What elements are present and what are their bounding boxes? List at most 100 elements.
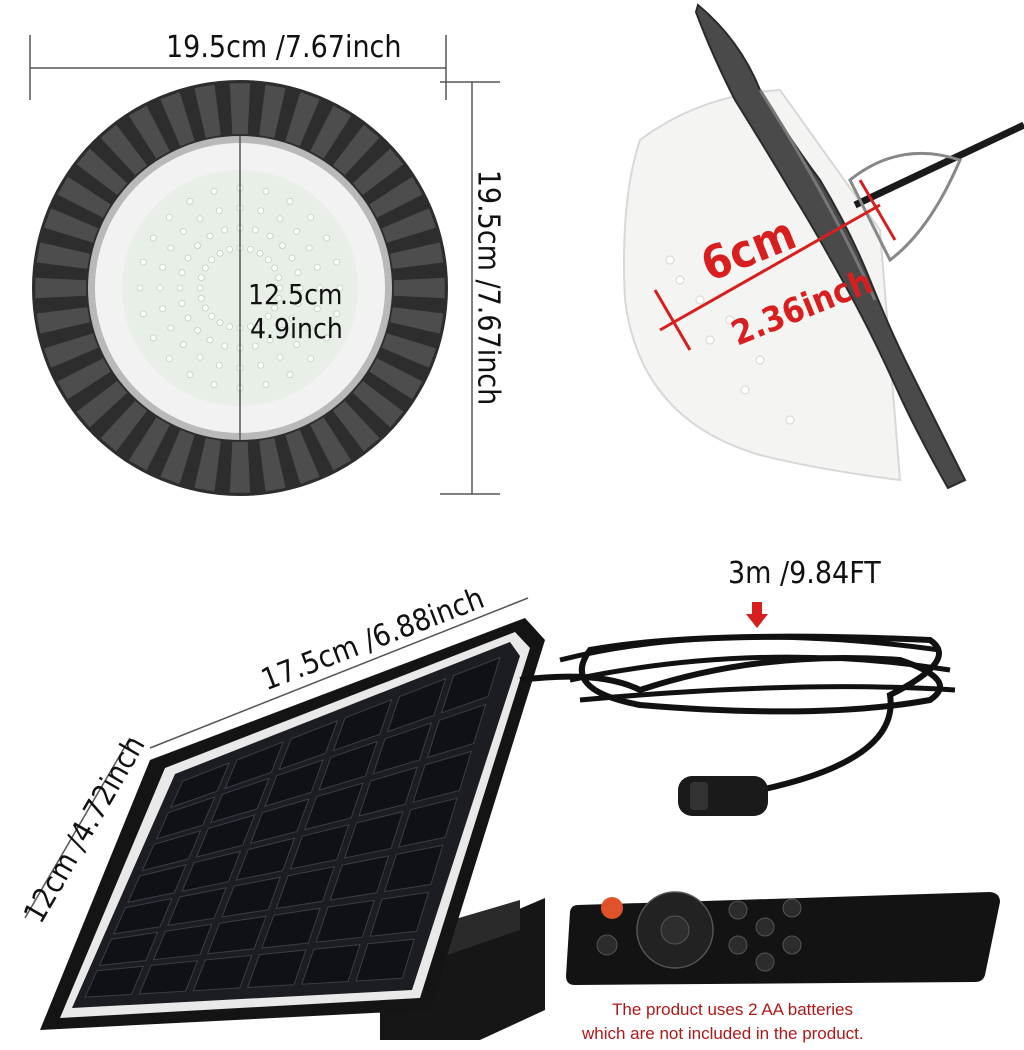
led-dot [149,334,157,342]
led-dot [216,319,224,327]
solar-cell [355,938,415,982]
lamp-rib [128,417,170,471]
lamp-rib [229,441,251,493]
solar-cell [98,931,159,967]
solar-cell [289,824,350,870]
lamp-rib [352,148,404,195]
led-dot [221,226,228,234]
led-dot [275,294,283,302]
lamp-rib [35,277,87,299]
led-dot [257,361,265,369]
led-dot [178,269,186,276]
solar-cell [181,850,242,892]
led-dot [226,323,234,331]
lamp-rib [259,438,286,492]
led-dot [167,324,175,332]
led-dot [286,197,294,205]
lamp-rib [310,105,352,159]
led-dot [215,361,223,369]
lamp-rib [333,124,380,176]
led-dot [196,353,204,361]
led-dot [316,284,324,292]
led-dot [336,284,344,292]
led-dot [252,342,259,350]
solar-cell [426,703,487,759]
solar-cell [261,907,321,949]
lamp-side-leds [665,255,795,425]
led-dot [186,197,194,205]
led-dot [184,314,192,322]
panel-width-dimension [149,597,529,749]
led-dot [266,336,274,344]
lamp-rib [160,429,195,484]
lamp-hanger [848,151,963,263]
led-dot [184,254,192,262]
led-dot [313,305,321,313]
mode-button [728,900,748,920]
led-dot [305,324,313,332]
lamp-rib [44,333,99,368]
led-dot [323,334,331,342]
led-dot [305,244,313,252]
solar-cell [386,677,447,733]
solar-cell [112,897,173,935]
lamp-rib [57,176,111,218]
power-button [601,897,623,919]
led-dot [288,314,296,322]
solar-cell [169,762,231,809]
solar-cell [372,722,433,775]
led-dot [278,326,286,334]
solar-cell [192,954,253,992]
led-dot [246,245,254,253]
led-dot [252,226,259,234]
led-dot [293,227,301,235]
led-dot [323,234,331,242]
lamp-rib [160,92,195,147]
minus-button [728,935,748,955]
lamp-rib [259,84,286,138]
led-dot [294,269,302,276]
led-dot [159,305,167,313]
lamp-inner-inch-label: 4.9inch [250,312,343,345]
lamp-rib [76,148,128,195]
led-dot [226,245,234,253]
led-dot [178,300,186,307]
lamp-side-cable [853,121,1024,209]
battery-note-line1: The product uses 2 AA batteries [612,1000,853,1019]
led-dot [194,326,202,334]
solar-cell [141,830,202,872]
lamp-rib [381,333,436,368]
led-dot [288,254,296,262]
led-dot [271,264,279,272]
lamp-rib [390,242,444,269]
solar-cell [358,766,418,817]
lamp-rib [352,381,404,428]
lamp-rib [36,242,90,269]
solar-cell [224,741,285,790]
solar-cell [166,887,227,927]
solar-cell [303,782,364,831]
led-dot [208,256,216,264]
led-dot [221,342,228,350]
solar-cell [383,844,444,893]
solar-cell [152,923,213,961]
solar-cell [343,810,404,859]
solar-cell [329,855,390,901]
lamp-rib [194,84,221,138]
led-dot [307,213,315,221]
lamp-rib [100,124,147,176]
led-dot [293,341,301,349]
lamp-rib [128,105,170,159]
led-dot [286,371,294,379]
led-dot [275,274,283,282]
plus-button [782,935,802,955]
panel-cells [84,656,501,998]
led-dot [296,284,304,292]
led-dot [196,215,204,223]
panel-cable [519,633,943,803]
led-dot [266,232,274,240]
led-dot [179,227,187,235]
